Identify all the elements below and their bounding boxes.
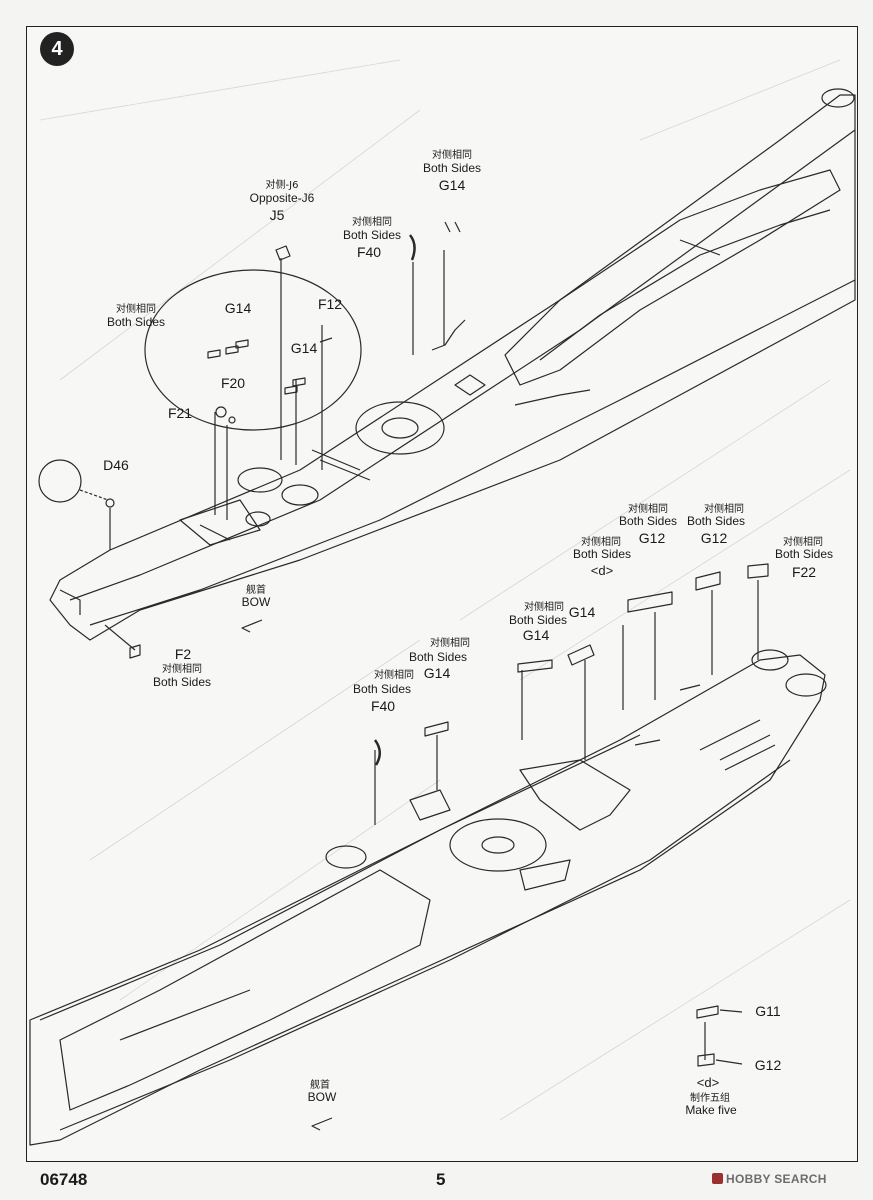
part-g14-bottom-b: G14 [522,627,550,643]
part-f2: F2 [174,646,192,662]
part-f21: F21 [167,405,193,421]
both-sides-en-callout: Both Sides [106,315,166,329]
part-f20: F20 [220,375,246,391]
both-sides-zh-f40-top: 对侧相同 [352,217,392,228]
opposite-j6-zh: 对侧-J6 [265,180,299,191]
step-number-badge: 4 [40,32,74,66]
top-hull-drawing [38,88,856,659]
part-f12: F12 [317,296,343,312]
both-sides-en-f2: Both Sides [152,675,212,689]
both-sides-zh-g12-a: 对侧相同 [628,504,668,515]
make-five-zh: 制作五组 [690,1093,730,1104]
bow-en-top: BOW [241,595,271,609]
both-sides-en-g12-b: Both Sides [686,514,746,528]
bow-zh-bottom: 舰首 [310,1080,330,1091]
part-f40-bottom: F40 [370,698,396,714]
both-sides-en-g14-top: Both Sides [422,161,482,175]
both-sides-en-f40-bottom: Both Sides [352,682,412,696]
part-f40-top: F40 [356,244,382,260]
both-sides-en-g14-mid: Both Sides [408,650,468,664]
both-sides-zh-g14-top: 对侧相同 [432,150,472,161]
both-sides-zh-d: 对侧相同 [581,537,621,548]
both-sides-zh-f2: 对侧相同 [162,664,202,675]
background-guides [39,59,851,1121]
part-g14-mid: G14 [423,665,451,681]
part-g14-top: G14 [438,177,466,193]
bottom-hull-drawing [29,563,827,1146]
part-g14-callout-b: G14 [290,340,318,356]
both-sides-en-f22: Both Sides [774,547,834,561]
hobby-search-icon [712,1173,723,1184]
both-sides-zh-g14-bottom: 对侧相同 [524,602,564,613]
both-sides-en-f40-top: Both Sides [342,228,402,242]
part-g14-bottom-a: G14 [568,604,596,620]
both-sides-en-g12-a: Both Sides [618,514,678,528]
page-number: 5 [436,1170,446,1189]
both-sides-zh-f22: 对侧相同 [783,537,823,548]
both-sides-zh-f40-bottom: 对侧相同 [374,670,414,681]
opposite-j6-en: Opposite-J6 [249,191,315,205]
part-g12-detail: G12 [754,1057,782,1073]
page-frame [26,26,858,1162]
part-f22: F22 [791,564,817,580]
bow-zh-top: 舰首 [246,585,266,596]
kit-code: 06748 [40,1170,88,1189]
both-sides-en-d: Both Sides [572,547,632,561]
both-sides-zh-g14-mid: 对侧相同 [430,638,470,649]
part-g12-a: G12 [638,530,666,546]
part-d46: D46 [103,457,129,473]
watermark-text: HOBBY SEARCH [726,1172,827,1186]
subassembly-d-detail: <d> [696,1075,720,1090]
part-j5: J5 [269,207,285,223]
both-sides-en-g14-bottom: Both Sides [508,613,568,627]
bow-en-bottom: BOW [307,1090,337,1104]
both-sides-zh-g12-b: 对侧相同 [704,504,744,515]
make-five-en: Make five [685,1103,737,1117]
part-g14-callout-a: G14 [224,300,252,316]
subassembly-d-label: <d> [590,563,614,578]
both-sides-zh-callout: 对侧相同 [116,304,156,315]
part-g11: G11 [755,1003,781,1019]
part-g12-b: G12 [700,530,728,546]
watermark: HOBBY SEARCH [712,1172,827,1186]
